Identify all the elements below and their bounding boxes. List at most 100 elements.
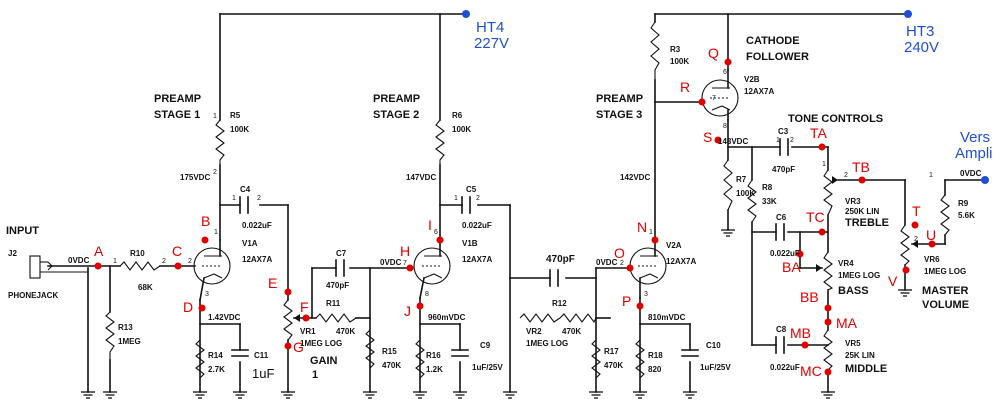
svg-text:1: 1	[776, 137, 780, 144]
test-points-F-label: F	[300, 299, 309, 315]
resistor-r3	[650, 21, 660, 80]
resistor-r8	[747, 179, 757, 223]
components-vr2-label: VR2	[526, 327, 542, 336]
components-r14-label: R14	[208, 351, 223, 360]
svg-text:1: 1	[929, 172, 933, 179]
tone-title: TONE CONTROLS	[788, 113, 883, 125]
treble-label: TREBLE	[845, 217, 889, 229]
components-r16v-label: 1.2K	[426, 365, 443, 374]
test-points-A-label: A	[94, 243, 104, 259]
voltages-v960-label: 960mVDC	[428, 313, 466, 322]
components-vr4-label: VR4	[838, 259, 854, 268]
svg-text:2: 2	[790, 137, 794, 144]
components-c3-label: C3	[778, 127, 789, 136]
svg-text:8: 8	[723, 123, 727, 130]
cathode-title-2: FOLLOWER	[746, 51, 809, 63]
svg-text:8: 8	[425, 291, 429, 298]
components-v2b-t-label: 12AX7A	[744, 87, 774, 96]
stage1-title-1: PREAMP	[154, 93, 201, 105]
svg-text:7: 7	[712, 95, 716, 102]
components-c8-label: C8	[776, 325, 787, 334]
resistor-r18	[635, 339, 645, 379]
components-c10v-label: 1uF/25V	[700, 363, 731, 372]
svg-text:2: 2	[213, 169, 217, 176]
voltages-in0-label: 0VDC	[68, 256, 90, 265]
pot-vr4	[823, 251, 834, 291]
pot-vr5	[823, 329, 833, 371]
test-points-MC-label: MC	[800, 363, 822, 379]
svg-text:1: 1	[232, 195, 236, 202]
ht3-name: HT3	[906, 23, 934, 40]
voltages-v810-label: 810mVDC	[648, 313, 686, 322]
components-v2a-label: V2A	[666, 241, 682, 250]
test-points-C-label: C	[172, 243, 182, 259]
test-points-Q-label: Q	[708, 45, 719, 61]
resistor-r10	[119, 261, 161, 271]
components-r15-label: R15	[382, 347, 397, 356]
svg-text:2: 2	[914, 236, 918, 243]
resistor-r13	[105, 311, 115, 360]
components-c10-label: C10	[706, 341, 721, 350]
wires	[47, 13, 986, 393]
resistor-r5	[215, 119, 225, 165]
resistor-r11	[315, 313, 357, 323]
components-r6-label: R6	[452, 111, 463, 120]
pot-vr2	[519, 313, 561, 323]
resistor-r9	[940, 194, 950, 236]
svg-text:1: 1	[214, 229, 218, 236]
components-r9-label: R9	[958, 199, 969, 208]
test-points-G-label: G	[293, 339, 304, 355]
pot-vr6	[900, 224, 910, 266]
middle-label: MIDDLE	[845, 363, 887, 375]
test-points-BA-label: BA	[782, 259, 801, 275]
voltages-v0-3-label: 0VDC	[596, 258, 618, 267]
components-r16-label: R16	[426, 351, 441, 360]
voltages-v147-label: 147VDC	[406, 173, 436, 182]
components-c7-label: C7	[336, 249, 347, 258]
bass-label: BASS	[838, 285, 869, 297]
stage2-title-2: STAGE 2	[373, 109, 419, 121]
test-points-TC-label: TC	[806, 209, 825, 225]
svg-text:1: 1	[649, 229, 653, 236]
ht4-name: HT4	[476, 19, 504, 36]
components-r13-label: R13	[118, 323, 133, 332]
test-points-I-label: I	[428, 217, 432, 233]
components-v2a-t-label: 12AX7A	[666, 257, 696, 266]
components-r11-label: R11	[326, 299, 341, 308]
test-points-O-label: O	[614, 245, 625, 261]
components-vr3-label: VR3	[845, 197, 861, 206]
components-c4-label: C4	[240, 185, 251, 194]
components-vr1-label: VR1	[300, 327, 316, 336]
svg-text:2: 2	[844, 172, 848, 179]
resistor-r16	[415, 339, 425, 379]
ht4-voltage: 227V	[474, 35, 509, 52]
test-points-TB-label: TB	[852, 159, 870, 175]
components-c11-label: C11	[254, 351, 269, 360]
resistor-r14	[195, 339, 205, 379]
components-r5-label: R5	[230, 111, 241, 120]
components-r11v-label: 470K	[336, 327, 355, 336]
components-vr6-label: VR6	[924, 255, 940, 264]
svg-text:1: 1	[822, 161, 826, 168]
test-points-TA-label: TA	[810, 125, 828, 141]
components-r18-label: R18	[648, 351, 663, 360]
voltages-v142-label: 142VDC	[620, 173, 650, 182]
test-points-R-label: R	[680, 79, 690, 95]
components-r18v-label: 820	[648, 365, 662, 374]
svg-text:6: 6	[723, 69, 727, 76]
stage2-title-1: PREAMP	[373, 93, 420, 105]
components-r9v-label: 5.6K	[958, 211, 975, 220]
capacitors	[231, 138, 789, 357]
components-c6-label: C6	[776, 213, 787, 222]
test-points-T-label: T	[912, 203, 921, 219]
gain-title-1: GAIN	[310, 355, 338, 367]
svg-text:1: 1	[454, 195, 458, 202]
components-r3v-label: 100K	[670, 57, 689, 66]
test-points-P-label: P	[622, 293, 631, 309]
components-c3v-label: 470pF	[772, 165, 795, 174]
phone-jack	[29, 255, 88, 279]
test-points-MA-label: MA	[836, 315, 858, 331]
components-v1b-label: V1B	[462, 239, 478, 248]
components-vr5v-label: 25K LIN	[845, 351, 875, 360]
